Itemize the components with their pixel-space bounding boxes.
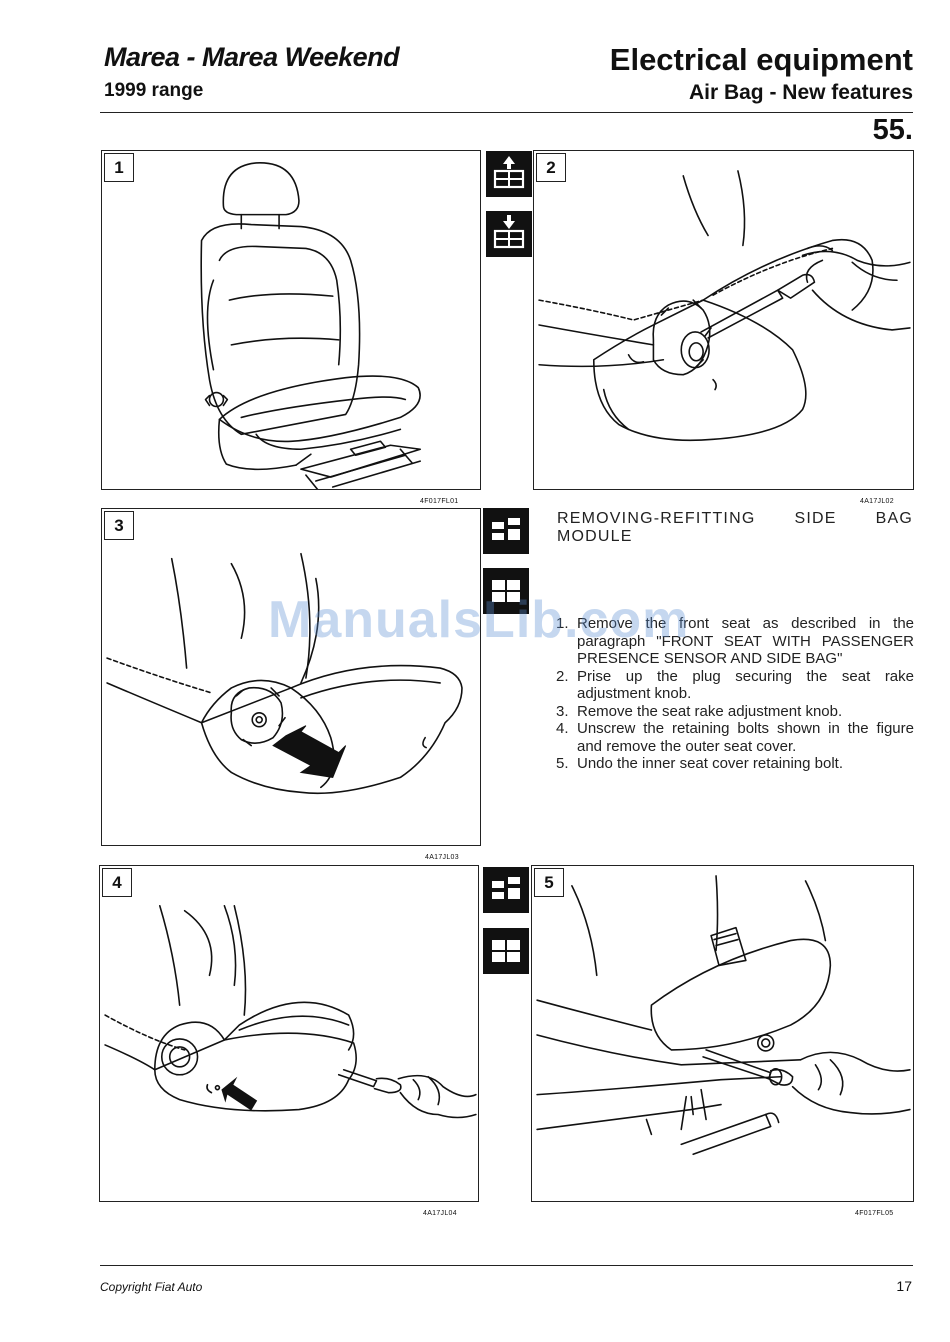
figure-4-retaining-bolts: 4 [99, 865, 479, 1202]
procedure-step: 4.Unscrew the retaining bolts shown in t… [556, 720, 914, 755]
figure-number: 5 [534, 868, 564, 897]
figure-1-seat: 1 [101, 150, 481, 490]
inner-cover-bolt-illustration [536, 875, 911, 1156]
copyright-notice: Copyright Fiat Auto [100, 1280, 203, 1294]
figure-3-code: 4A17JL03 [425, 854, 459, 861]
header-divider [100, 112, 913, 113]
figure-4-code: 4A17JL04 [423, 1210, 457, 1217]
watermark: ManualsLib.com [268, 591, 690, 649]
figure-number: 3 [104, 511, 134, 540]
seat-illustration [200, 162, 422, 489]
refit-operation-icon [486, 211, 532, 257]
section-heading: REMOVING-REFITTING SIDE BAG MODULE [557, 510, 913, 546]
figure-1-code: 4F017FL01 [420, 498, 459, 505]
knob-removal-illustration [106, 552, 463, 795]
page-number: 17 [896, 1278, 912, 1294]
chapter-subtitle: Air Bag - New features [688, 81, 913, 104]
figure-number: 2 [536, 153, 566, 182]
section-heading-word: REMOVING-REFITTING [557, 510, 756, 527]
remove-operation-icon [486, 151, 532, 197]
section-number: 55. [872, 114, 913, 146]
procedure-steps: 1.Remove the front seat as described in … [556, 615, 914, 773]
knob-plug-illustration [538, 170, 911, 442]
retaining-bolts-illustration [104, 904, 477, 1119]
figure-number: 4 [102, 868, 132, 897]
procedure-step: 2.Prise up the plug securing the seat ra… [556, 667, 914, 703]
figure-2-knob-plug: 2 [533, 150, 914, 490]
procedure-step: 3.Remove the seat rake adjustment knob. [556, 702, 843, 720]
section-heading-line-1: REMOVING-REFITTING SIDE BAG [557, 510, 913, 528]
section-heading-word: BAG [875, 510, 913, 527]
assemble-icon [483, 568, 529, 614]
procedure-step: 5.Undo the inner seat cover retaining bo… [556, 755, 843, 772]
disassemble-icon [483, 867, 529, 913]
procedure-step: 1.Remove the front seat as described in … [556, 615, 914, 667]
footer-divider [100, 1265, 913, 1266]
chapter-title: Electrical equipment [609, 42, 913, 77]
figure-5-inner-cover-bolt: 5 [531, 865, 914, 1202]
figure-3-knob-removal: 3 [101, 508, 481, 846]
manual-subtitle: 1999 range [104, 80, 204, 101]
manual-title: Marea - Marea Weekend [104, 42, 400, 72]
disassemble-icon [483, 508, 529, 554]
assemble-icon [483, 928, 529, 974]
figure-number: 1 [104, 153, 134, 182]
figure-5-code: 4F017FL05 [855, 1210, 894, 1217]
section-heading-word: SIDE [794, 510, 837, 527]
figure-2-code: 4A17JL02 [860, 498, 894, 505]
section-heading-line-2: MODULE [557, 528, 633, 545]
